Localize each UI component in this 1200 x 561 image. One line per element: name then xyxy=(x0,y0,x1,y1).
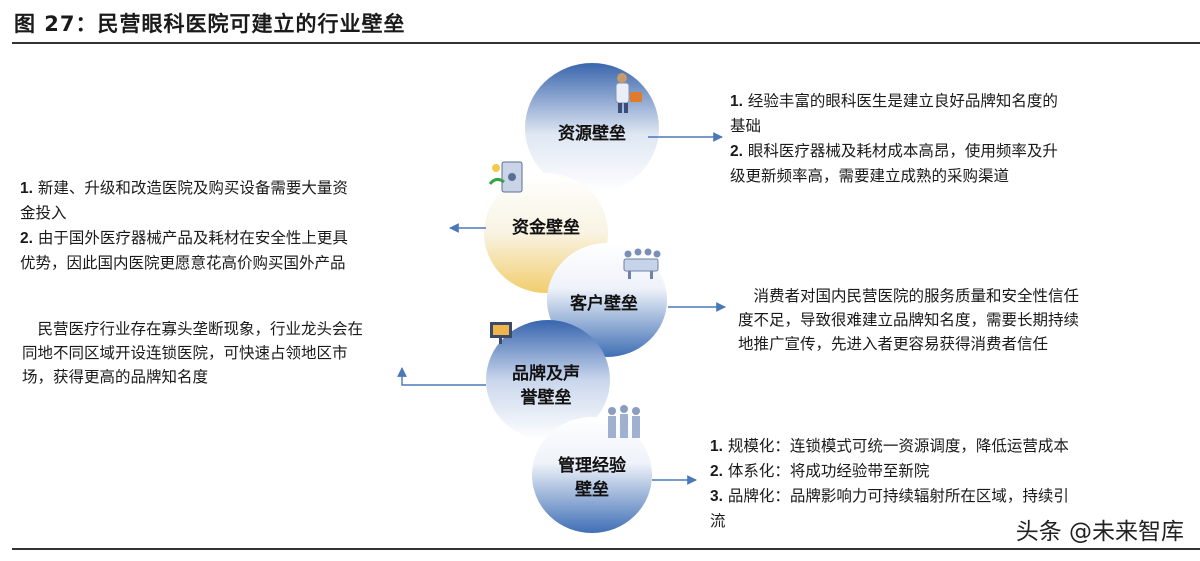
item-number: 1. xyxy=(20,180,33,197)
presentation-board-icon xyxy=(490,322,512,344)
description-line: 优势，因此国内医院更愿意花高价购买国外产品 xyxy=(20,251,348,276)
resource-description: 1. 经验丰富的眼科医生是建立良好品牌知名度的 基础 2. 眼科医疗器械及耗材成… xyxy=(730,89,1058,189)
description-line: 度不足，导致很难建立品牌知名度，需要长期持续 xyxy=(738,311,1080,329)
description-line: 级更新频率高，需要建立成熟的采购渠道 xyxy=(730,164,1058,189)
bank-vault-icon xyxy=(488,161,523,193)
arrow-brand xyxy=(397,367,486,386)
description-line: 流 xyxy=(710,509,1069,534)
description-line: 民营医疗行业存在寡头垄断现象，行业龙头会在 xyxy=(22,320,364,338)
label-line: 誉壁垒 xyxy=(520,388,572,408)
label-line: 资源壁垒 xyxy=(558,124,626,144)
description-line: 消费者对国内民营医院的服务质量和安全性信任 xyxy=(738,287,1080,305)
barrier-label-customer: 客户壁垒 xyxy=(554,292,654,316)
barrier-label-resource: 资源壁垒 xyxy=(542,122,642,146)
customer-description: 消费者对国内民营医院的服务质量和安全性信任 度不足，导致很难建立品牌知名度，需要… xyxy=(738,284,1079,356)
watermark: 头条 @未来智库 xyxy=(1015,519,1184,545)
management-description: 1. 规模化：连锁模式可统一资源调度，降低运营成本 2. 体系化：将成功经验带至… xyxy=(710,434,1069,534)
item-text: 优势，因此国内医院更愿意花高价购买国外产品 xyxy=(20,254,346,272)
description-line: 1. 规模化：连锁模式可统一资源调度，降低运营成本 xyxy=(710,434,1069,459)
item-text: 体系化：将成功经验带至新院 xyxy=(722,462,930,480)
page-title: 图 27：民营眼科医院可建立的行业壁垒 xyxy=(14,12,406,36)
bottom-rule xyxy=(12,548,1200,550)
label-line: 客户壁垒 xyxy=(570,294,638,314)
meeting-icon xyxy=(623,248,661,279)
description-line: 同地不同区域开设连锁医院，可快速占领地区市 xyxy=(22,344,348,362)
doctor-icon xyxy=(615,73,642,113)
description-line: 地推广宣传，先进入者更容易获得消费者信任 xyxy=(738,335,1049,353)
item-text: 品牌化：品牌影响力可持续辐射所在区域，持续引 xyxy=(722,487,1069,505)
description-line: 2. 由于国外医疗器械产品及耗材在安全性上更具 xyxy=(20,226,348,251)
item-text: 经验丰富的眼科医生是建立良好品牌知名度的 xyxy=(742,92,1058,110)
item-text: 规模化：连锁模式可统一资源调度，降低运营成本 xyxy=(722,437,1069,455)
barrier-label-brand: 品牌及声 誉壁垒 xyxy=(496,362,596,410)
brand-description: 民营医疗行业存在寡头垄断现象，行业龙头会在 同地不同区域开设连锁医院，可快速占领… xyxy=(22,317,363,389)
description-line: 金投入 xyxy=(20,201,348,226)
barrier-label-management: 管理经验 壁垒 xyxy=(540,454,644,502)
description-line: 基础 xyxy=(730,114,1058,139)
label-line: 管理经验 xyxy=(558,456,626,476)
item-text: 级更新频率高，需要建立成熟的采购渠道 xyxy=(730,167,1010,185)
item-number: 2. xyxy=(20,230,33,247)
barrier-label-capital: 资金壁垒 xyxy=(496,216,596,240)
title-underline xyxy=(12,42,1200,44)
item-text: 由于国外医疗器械产品及耗材在安全性上更具 xyxy=(32,229,348,247)
description-line: 3. 品牌化：品牌影响力可持续辐射所在区域，持续引 xyxy=(710,484,1069,509)
label-line: 壁垒 xyxy=(575,480,609,500)
description-line: 2. 眼科医疗器械及耗材成本高昂，使用频率及升 xyxy=(730,139,1058,164)
label-line: 资金壁垒 xyxy=(512,218,580,238)
item-number: 2. xyxy=(730,143,743,160)
item-number: 1. xyxy=(730,93,743,110)
item-number: 2. xyxy=(710,463,723,480)
circle-management xyxy=(532,417,652,533)
item-number: 3. xyxy=(710,488,723,505)
description-line: 场，获得更高的品牌知名度 xyxy=(22,368,209,386)
circle-brand xyxy=(486,320,610,440)
item-text: 金投入 xyxy=(20,204,67,222)
item-number: 1. xyxy=(710,438,723,455)
item-text: 眼科医疗器械及耗材成本高昂，使用频率及升 xyxy=(742,142,1058,160)
label-line: 品牌及声 xyxy=(512,364,580,384)
item-text: 新建、升级和改造医院及购买设备需要大量资 xyxy=(32,179,348,197)
description-line: 2. 体系化：将成功经验带至新院 xyxy=(710,459,1069,484)
description-line: 1. 新建、升级和改造医院及购买设备需要大量资 xyxy=(20,176,348,201)
team-icon xyxy=(608,405,640,438)
item-text: 基础 xyxy=(730,117,762,135)
item-text: 流 xyxy=(710,512,726,530)
description-line: 1. 经验丰富的眼科医生是建立良好品牌知名度的 xyxy=(730,89,1058,114)
capital-description: 1. 新建、升级和改造医院及购买设备需要大量资 金投入 2. 由于国外医疗器械产… xyxy=(20,176,348,276)
